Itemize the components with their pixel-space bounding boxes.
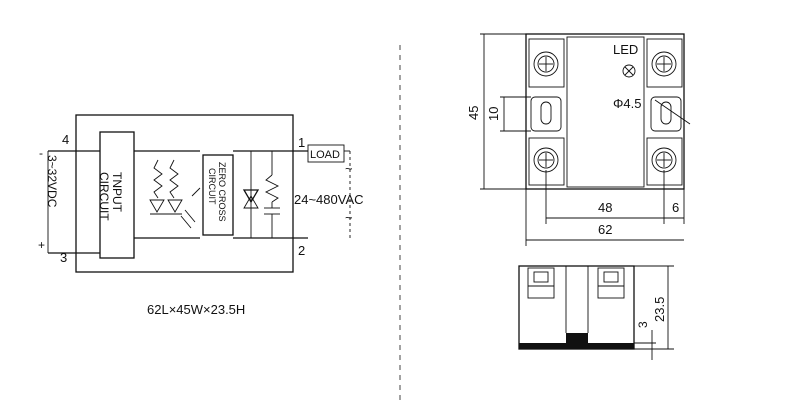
input-voltage-label: 3~32VDC: [45, 155, 59, 208]
mounting-hole-left: [540, 101, 552, 125]
triac-symbol-rev: [243, 195, 259, 209]
dim-62-label: 62: [598, 222, 612, 237]
ac-bottom-symbol: ~: [345, 210, 353, 225]
led-resistor-2: [169, 159, 179, 199]
input-minus: -: [39, 146, 43, 160]
screw-terminal-bottom-right: [646, 137, 683, 186]
side-base: [519, 343, 634, 349]
led-label: LED: [613, 42, 638, 57]
led-indicator: [622, 64, 636, 78]
phototransistor-lead: [191, 187, 201, 197]
pin-2-label: 2: [298, 243, 305, 258]
mounting-slot-left: [530, 96, 562, 132]
load-label: LOAD: [310, 149, 340, 161]
side-terminal-left: [527, 267, 555, 299]
zero-cross-label-1: ZERO CROSS: [217, 162, 227, 222]
center-panel: [566, 36, 645, 188]
input-circuit-label-1: TNPUT: [110, 172, 124, 213]
led-resistor-1: [153, 159, 163, 199]
zero-cross-label-2: CIRCUIT: [207, 168, 217, 205]
dim-45-label: 45: [466, 106, 481, 120]
ac-top-symbol: ~: [345, 161, 353, 176]
opto-diode-2: [167, 199, 183, 213]
screw-terminal-top-right: [646, 38, 683, 88]
input-plus: +: [38, 238, 45, 252]
snubber-resistor: [264, 174, 280, 203]
pin-4-label: 4: [62, 132, 69, 147]
pin-1-label: 1: [298, 135, 305, 150]
dim-3-label: 3: [636, 321, 650, 328]
dimension-label: 62L×45W×23.5H: [147, 302, 245, 317]
side-terminal-right: [597, 267, 625, 299]
side-notch: [566, 333, 588, 345]
light-arrow-2: [180, 215, 192, 229]
relay-outline: [75, 114, 294, 273]
input-circuit-label-2: CIRCUIT: [97, 172, 111, 221]
top-view: LED Φ4.5 45 10 48 6 62: [466, 33, 691, 246]
hole-diameter-label: Φ4.5: [613, 96, 641, 111]
opto-diode-1: [149, 199, 165, 213]
hole-leader: [654, 99, 691, 125]
circuit-diagram: 4 3 - + 3~32VDC TNPUT CIRCUIT ZERO CROSS…: [38, 114, 364, 317]
side-view: 23.5 3: [518, 265, 674, 360]
screw-terminal-bottom-left: [528, 137, 565, 186]
triac-symbol: [242, 189, 260, 204]
output-voltage-label: 24~480VAC: [294, 192, 364, 207]
dim-10-label: 10: [486, 107, 501, 121]
zero-cross-block: [202, 154, 234, 236]
light-arrow-1: [184, 209, 196, 223]
screw-terminal-top-left: [528, 38, 565, 88]
dim-23-5-label: 23.5: [652, 297, 667, 322]
input-circuit-block: [99, 131, 135, 259]
housing-outline: [525, 33, 685, 190]
dim-6-label: 6: [672, 200, 679, 215]
pin-3-label: 3: [60, 250, 67, 265]
mounting-slot-right: [650, 96, 682, 132]
mounting-hole-right: [660, 101, 672, 125]
dim-48-label: 48: [598, 200, 612, 215]
load-box: [307, 144, 345, 163]
